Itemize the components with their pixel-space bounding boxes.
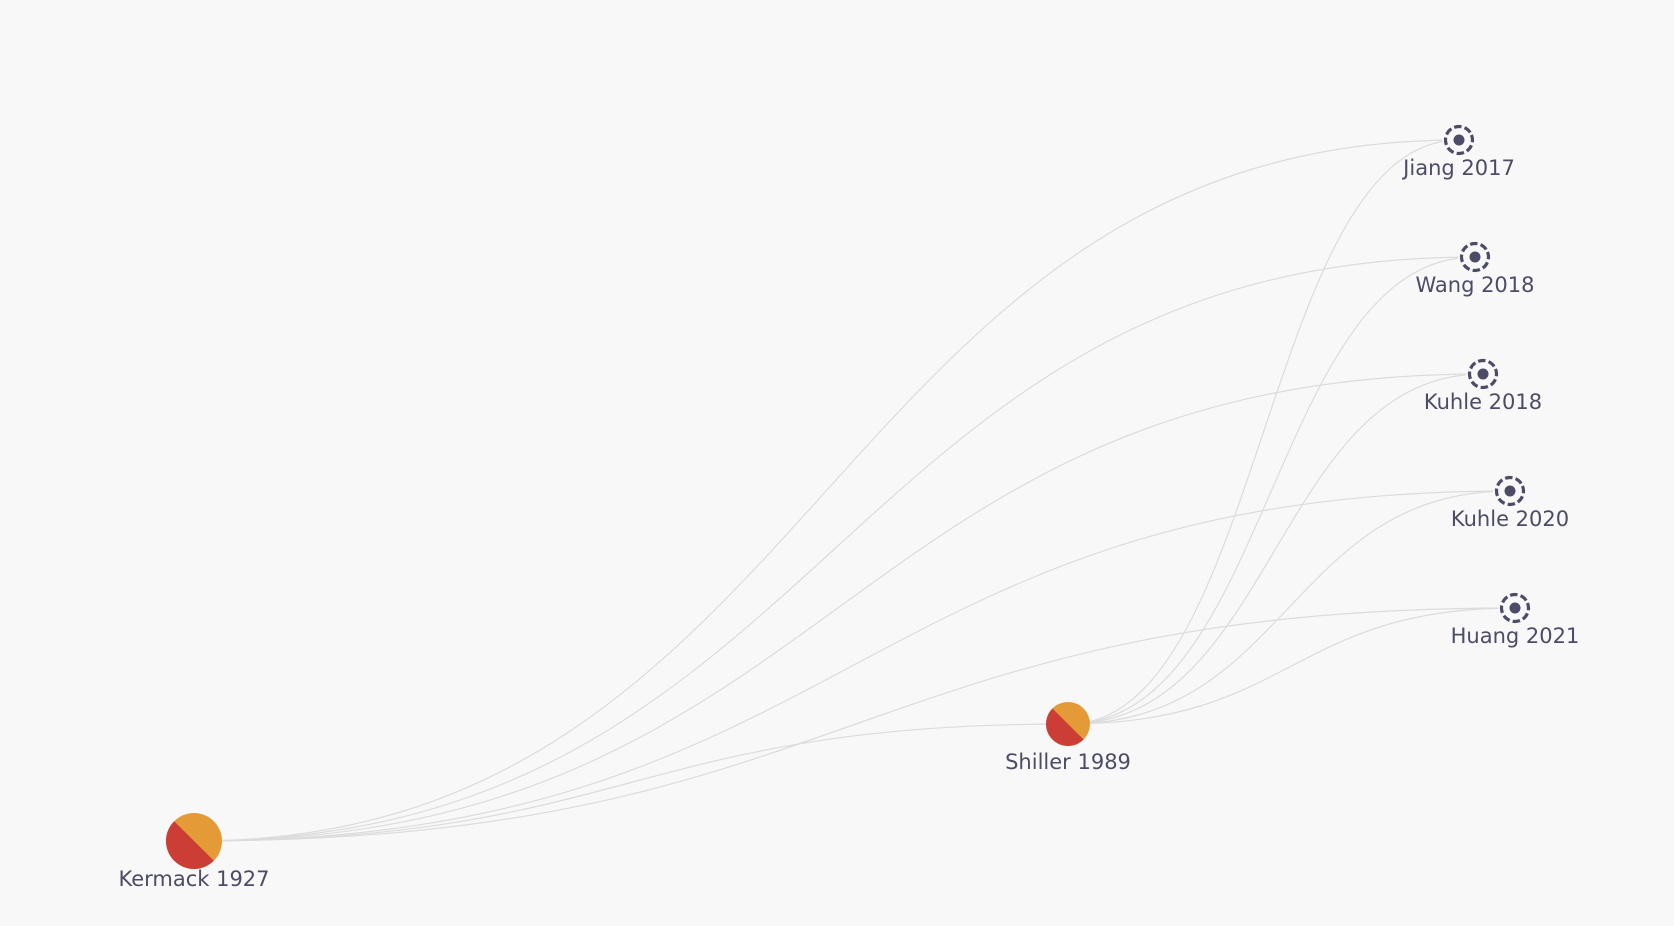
node-label: Kermack 1927 [118, 867, 269, 891]
node-huang2021[interactable]: Huang 2021 [1451, 590, 1580, 648]
dashed-target-icon [1458, 240, 1492, 274]
node-label: Kuhle 2018 [1424, 390, 1542, 414]
edge-kermack1927-wang2018 [193, 256, 1476, 842]
edge-shiller1989-huang2021 [1067, 607, 1516, 725]
edge-kermack1927-jiang2017 [193, 139, 1460, 842]
dashed-target-icon [1498, 591, 1532, 625]
node-label: Kuhle 2020 [1451, 507, 1569, 531]
edge-kermack1927-shiller1989 [193, 723, 1069, 842]
edge-kermack1927-kuhle2020 [193, 490, 1511, 842]
edge-shiller1989-kuhle2018 [1067, 373, 1484, 725]
node-shiller1989[interactable]: Shiller 1989 [1005, 702, 1131, 774]
node-kuhle2018[interactable]: Kuhle 2018 [1424, 356, 1542, 414]
edge-kermack1927-huang2021 [193, 607, 1516, 842]
edge-layer [193, 139, 1516, 842]
half-circle-node [166, 813, 222, 869]
node-jiang2017[interactable]: Jiang 2017 [1401, 122, 1515, 180]
dashed-target-icon [1466, 357, 1500, 391]
node-label: Jiang 2017 [1401, 156, 1515, 180]
dashed-target-icon [1442, 123, 1476, 157]
node-label: Shiller 1989 [1005, 750, 1131, 774]
node-wang2018[interactable]: Wang 2018 [1415, 239, 1535, 297]
edge-shiller1989-wang2018 [1067, 256, 1476, 725]
edge-kermack1927-kuhle2018 [193, 373, 1484, 842]
node-kermack1927[interactable]: Kermack 1927 [118, 813, 270, 891]
node-label: Huang 2021 [1451, 624, 1580, 648]
node-kuhle2020[interactable]: Kuhle 2020 [1451, 473, 1569, 531]
dashed-target-icon [1493, 474, 1527, 508]
edge-shiller1989-kuhle2020 [1067, 490, 1511, 725]
edge-shiller1989-jiang2017 [1067, 139, 1460, 725]
node-label: Wang 2018 [1415, 273, 1534, 297]
half-circle-node [1046, 702, 1090, 746]
